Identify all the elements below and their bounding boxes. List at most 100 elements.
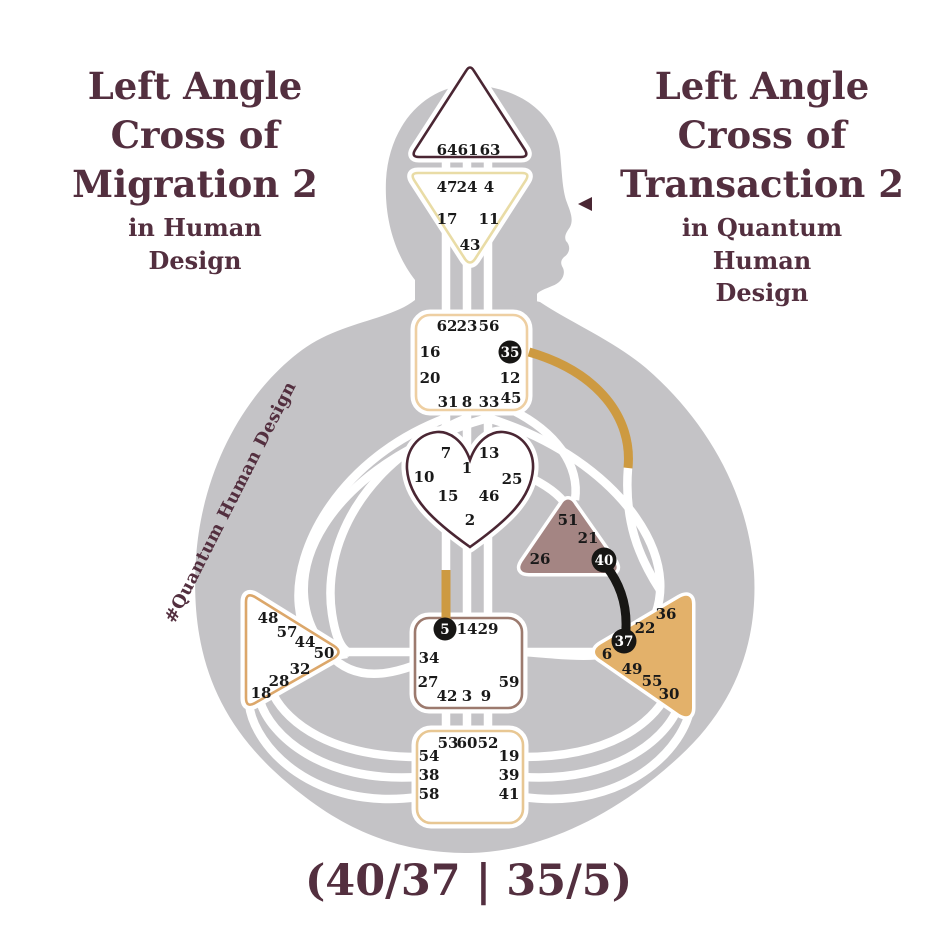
gate-40: 40 [595,553,614,569]
gate-18: 18 [251,684,272,702]
title-left-line2: Cross of [110,112,280,157]
gate-36: 36 [656,605,677,623]
gate-12: 12 [500,369,521,387]
gate-43: 43 [460,236,481,254]
gate-44: 44 [295,633,316,651]
title-right-sub2: Human [712,245,812,275]
silhouette-torso [195,293,755,853]
center-root: 53 60 52 54 19 38 39 58 41 [411,725,529,829]
gate-35-circle [498,340,522,364]
channel-left-loop [299,413,490,678]
gate-7: 7 [441,444,451,462]
title-right-line3: Transaction 2 [620,161,904,206]
gate-21: 21 [578,529,599,547]
gate-61: 61 [458,141,479,159]
gate-49: 49 [622,660,643,678]
title-right-sub3: Design [715,278,809,308]
gate-5-circle [433,617,457,641]
gate-64: 64 [437,141,458,159]
gate-37-circle [611,628,637,654]
gate-16: 16 [420,343,441,361]
center-throat: 62 23 56 16 20 12 31 8 33 45 [410,309,533,416]
gate-3: 3 [462,687,472,705]
gate-59: 59 [499,673,520,691]
channel-root-plexus [522,693,670,762]
gate-31: 31 [438,393,459,411]
channel-35-36-gold [527,347,633,469]
gate-56: 56 [479,317,500,335]
gate-51: 51 [558,511,579,529]
gate-29: 29 [478,620,499,638]
gate-48: 48 [258,609,279,627]
gate-25: 25 [502,470,523,488]
gate-5: 5 [440,622,449,638]
gate-15: 15 [438,487,459,505]
channel-root-plexus [522,703,696,804]
center-spleen: 48 57 44 50 32 28 18 [240,589,344,711]
gate-23: 23 [457,317,478,335]
gate-30: 30 [659,685,680,703]
title-left-sub2: Design [148,245,242,275]
gate-13: 13 [479,444,500,462]
gate-9: 9 [481,687,491,705]
gate-22: 22 [635,619,656,637]
gate-24: 24 [457,178,478,196]
center-solar-plexus: 36 22 6 49 55 30 [591,592,696,720]
gate-50: 50 [314,644,335,662]
center-head: 64 61 63 [408,62,532,163]
gate-32: 32 [290,660,311,678]
gate-41: 41 [499,785,520,803]
gate-54: 54 [419,747,440,765]
title-left-line3: Migration 2 [72,161,318,206]
center-ajna: 47 24 4 17 11 43 [407,167,533,268]
center-ego: 51 21 26 [516,496,621,577]
channel-root-spleen [244,703,419,804]
channel-root-spleen [255,699,419,782]
gate-47: 47 [437,178,458,196]
gate-62: 62 [437,317,458,335]
gate-26: 26 [530,550,551,568]
gate-20: 20 [420,369,441,387]
gate-34: 34 [419,649,440,667]
gate-53: 53 [438,734,459,752]
center-sacral: 14 29 34 27 59 42 3 9 [409,612,528,714]
gate-60: 60 [457,734,478,752]
title-right-sub1: in Quantum [681,213,843,243]
title-right: Left Angle Cross of Transaction 2 in Qua… [592,62,932,310]
gate-11: 11 [479,210,500,228]
gate-17: 17 [437,210,458,228]
gate-28: 28 [269,672,290,690]
face-accent-mark [578,197,592,211]
gate-8: 8 [462,393,472,411]
gate-6: 6 [602,645,612,663]
channel-root-spleen [270,693,419,762]
center-g: 7 13 1 10 25 15 46 2 [401,426,539,553]
gate-55: 55 [642,672,663,690]
gate-19: 19 [499,747,520,765]
activated-gate-circles: 35 5 40 37 [433,340,637,654]
title-right-line2: Cross of [677,112,847,157]
gate-35: 35 [501,345,520,361]
gate-14: 14 [457,620,478,638]
gate-58: 58 [419,785,440,803]
title-right-line1: Left Angle [654,64,870,108]
title-left: Left Angle Cross of Migration 2 in Human… [30,62,360,277]
gate-52: 52 [478,734,499,752]
gate-37: 37 [615,634,634,650]
gate-46: 46 [479,487,500,505]
gate-38: 38 [419,766,440,784]
gate-42: 42 [437,687,458,705]
gate-63: 63 [480,141,501,159]
gate-10: 10 [414,468,435,486]
gate-1: 1 [462,459,472,477]
gate-45: 45 [501,389,522,407]
gate-33: 33 [479,393,500,411]
gate-57: 57 [277,623,298,641]
gate-39: 39 [499,766,520,784]
gate-40-circle [591,547,617,573]
gate-4: 4 [484,178,494,196]
gate-27: 27 [418,673,439,691]
title-left-sub1: in Human [128,213,262,243]
